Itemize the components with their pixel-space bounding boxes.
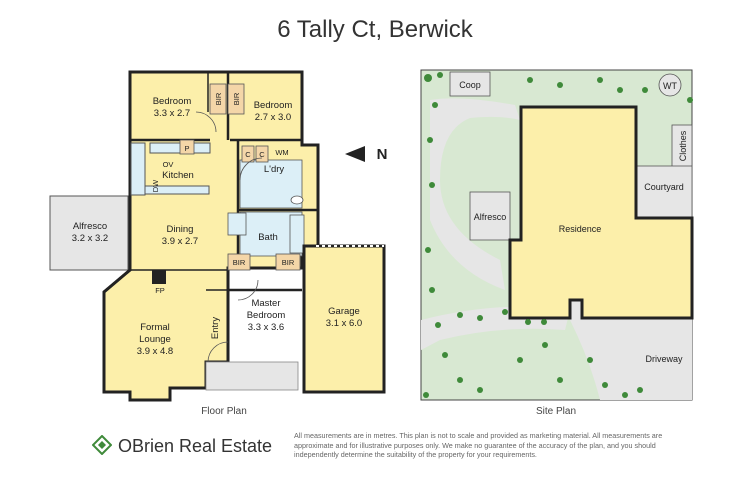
- alfresco-area: [49, 195, 129, 271]
- residence-outline: [508, 105, 694, 320]
- brand-name: OBrien Real Estate: [118, 436, 273, 456]
- page-title: 6 Tally Ct, Berwick: [277, 16, 473, 43]
- residence-label: Residence: [559, 224, 602, 234]
- shower: [227, 212, 247, 236]
- dishwasher-label: DW: [151, 179, 160, 192]
- fireplace-label: FP: [155, 286, 165, 295]
- lounge-size: 3.9 x 4.8: [137, 346, 173, 357]
- bedroom1-label: Bedroom: [153, 96, 192, 107]
- washing-machine-label: WM: [275, 148, 288, 157]
- floor-plan-caption: Floor Plan: [201, 406, 247, 417]
- cupboard-box-1: [241, 145, 255, 163]
- alfresco-label: Alfresco: [73, 221, 107, 232]
- bir-box-2: [227, 83, 245, 115]
- site-plan-caption: Site Plan: [536, 406, 576, 417]
- bir-label-4: BIR: [282, 258, 295, 267]
- master-size: 3.3 x 3.6: [248, 322, 284, 333]
- pantry-box: [179, 139, 195, 155]
- entry-label: Entry: [210, 317, 221, 339]
- garage-size: 3.1 x 6.0: [326, 318, 362, 329]
- bir-label-1: BIR: [214, 92, 223, 105]
- bir-label-3: BIR: [233, 258, 246, 267]
- dining-size: 3.9 x 2.7: [162, 236, 198, 247]
- cupboard-label-2: C: [259, 150, 265, 159]
- courtyard-label: Courtyard: [644, 182, 684, 192]
- fireplace: [152, 270, 166, 284]
- laundry-label: L'dry: [264, 164, 285, 175]
- garage-outline: [302, 244, 386, 394]
- coop-label: Coop: [459, 80, 481, 90]
- bir-box-4: [275, 253, 301, 271]
- tree-markers: [423, 72, 693, 398]
- clothes-label: Clothes: [678, 130, 688, 161]
- kitchen-island: [144, 185, 210, 195]
- bir-box-1: [209, 83, 227, 115]
- lounge-label-2: Lounge: [139, 334, 171, 345]
- bath-label: Bath: [258, 232, 278, 243]
- bir-box-3: [227, 253, 251, 271]
- master-label-2: Bedroom: [247, 310, 286, 321]
- bedroom2-size: 2.7 x 3.0: [255, 112, 291, 123]
- water-tank-icon: [658, 73, 682, 97]
- coop-structure: [449, 71, 491, 97]
- cupboard-label-1: C: [245, 150, 251, 159]
- site-alfresco-label: Alfresco: [474, 212, 507, 222]
- porch-area: [205, 361, 299, 391]
- garage-label: Garage: [328, 306, 360, 317]
- alfresco-size: 3.2 x 3.2: [72, 233, 108, 244]
- kitchen-label: Kitchen: [162, 170, 194, 181]
- driveway-label: Driveway: [645, 354, 683, 364]
- compass-label: N: [377, 146, 388, 163]
- dining-label: Dining: [167, 224, 194, 235]
- north-arrow-icon: [345, 146, 365, 162]
- toilet: [290, 195, 304, 205]
- bir-label-2: BIR: [232, 92, 241, 105]
- site-alfresco-area: [469, 191, 511, 241]
- bedroom1-size: 3.3 x 2.7: [154, 108, 190, 119]
- courtyard-area: [636, 165, 693, 219]
- bedroom2-label: Bedroom: [254, 100, 293, 111]
- bathtub: [289, 214, 305, 254]
- oven-label: OV: [163, 160, 174, 169]
- lounge-label: Formal: [140, 322, 170, 333]
- water-tank-label: WT: [663, 81, 677, 91]
- pantry-label: P: [184, 144, 189, 153]
- master-label: Master: [251, 298, 280, 309]
- disclaimer-text: All measurements are in metres. This pla…: [294, 431, 663, 460]
- kitchen-bench: [130, 142, 146, 196]
- brand-logo-icon: [92, 435, 112, 455]
